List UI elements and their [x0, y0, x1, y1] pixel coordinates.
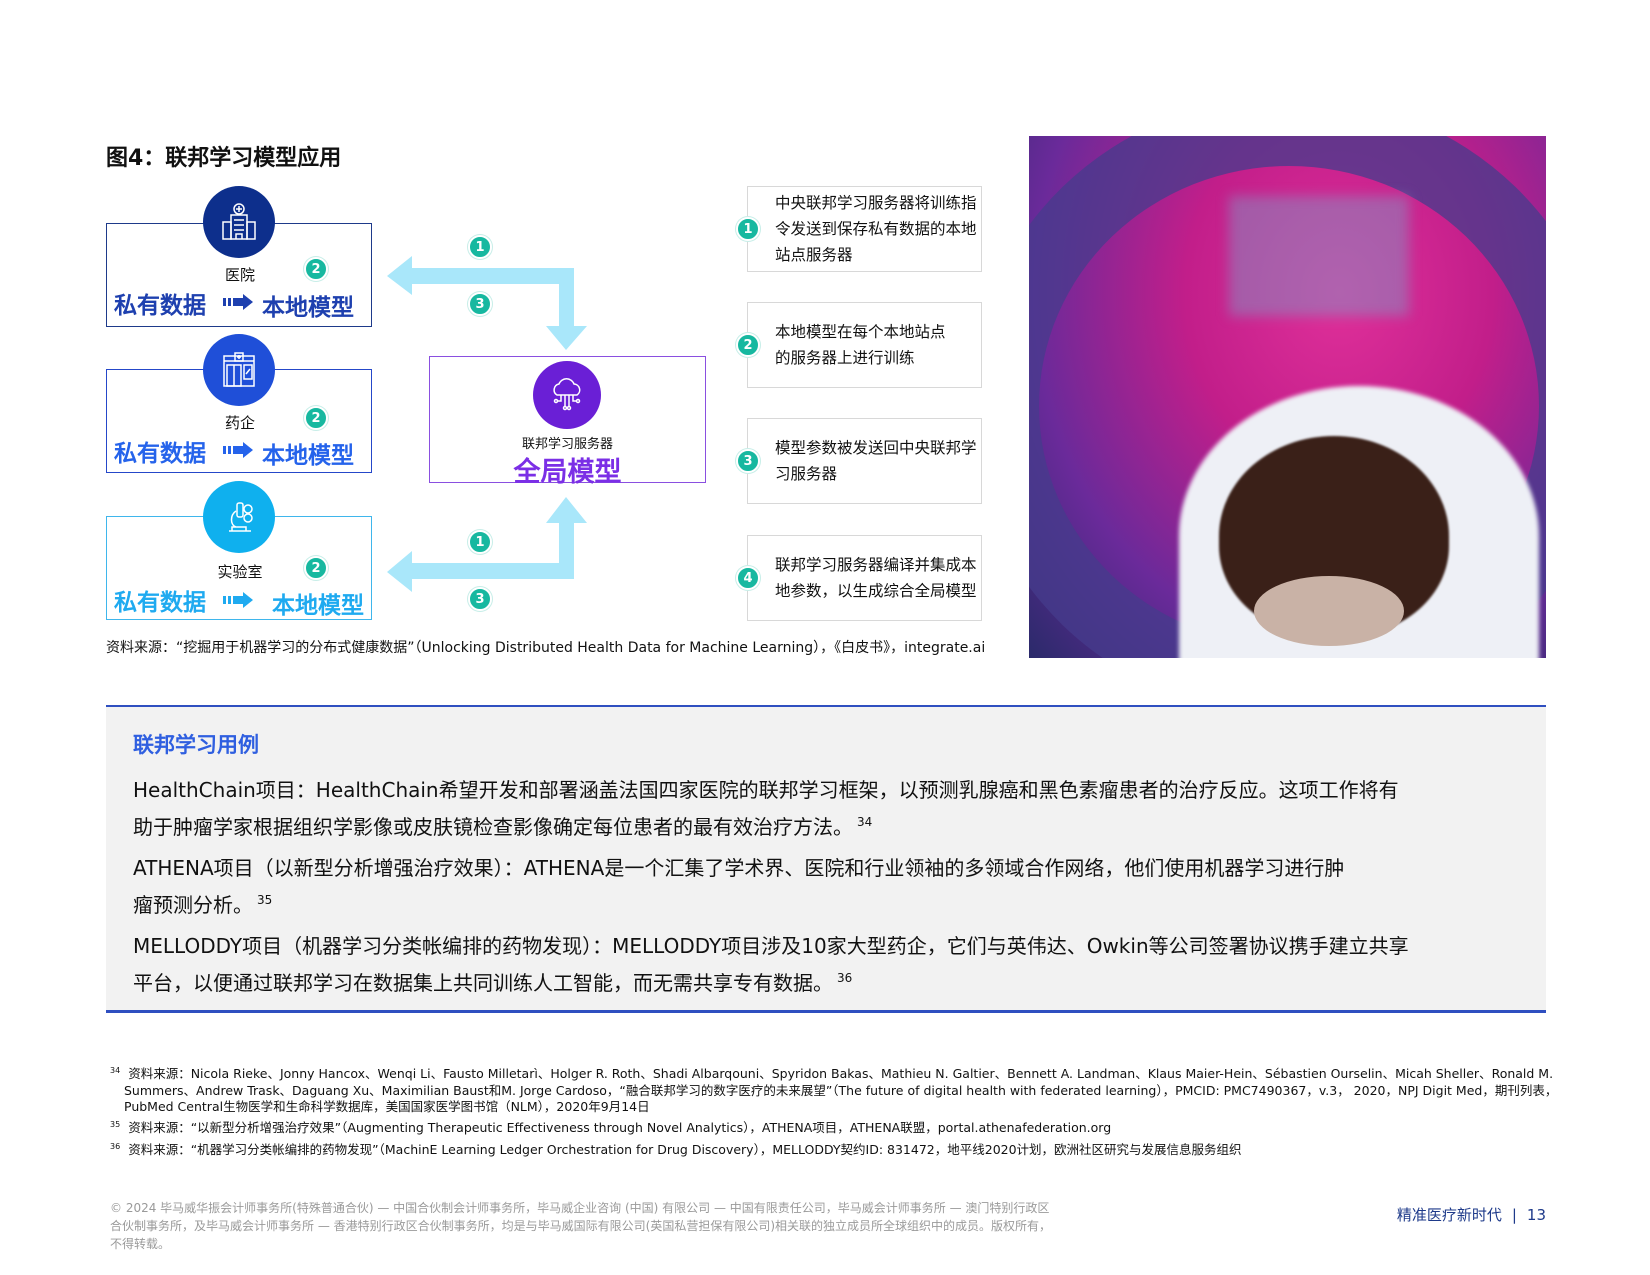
local-model-label: 本地模型: [262, 295, 354, 321]
footnote-ref[interactable]: 34: [857, 815, 873, 829]
footnote-ref[interactable]: 35: [257, 893, 273, 907]
site-label: 药企: [224, 414, 255, 432]
page-footer: 精准医疗新时代 | 13: [1397, 1204, 1546, 1225]
use-case-melloddy: MELLODDY项目（机器学习分类帐编排的药物发现）：MELLODDY项目涉及1…: [133, 930, 1409, 999]
server-label: 联邦学习服务器: [521, 437, 613, 452]
upper-arrow: [387, 256, 587, 350]
copyright-notice: © 2024 毕马威华振会计师事务所(特殊普通合伙) — 中国合伙制会计师事务所…: [110, 1201, 1051, 1251]
para-line: 助于肿瘤学家根据组织学影像或皮肤镜检查影像确定每位患者的最有效治疗方法。: [133, 815, 853, 839]
lower-arrow: [387, 497, 587, 592]
para-line: MELLODDY项目（机器学习分类帐编排的药物发现）：MELLODDY项目涉及1…: [133, 934, 1409, 958]
step-text: 本地模型在每个本地站点的服务器上进行训练: [775, 323, 946, 367]
local-model-label: 本地模型: [272, 593, 364, 619]
step-card: 2 本地模型在每个本地站点的服务器上进行训练: [736, 302, 982, 388]
footnote-line: 资料来源：Nicola Rieke、Jonny Hancox、Wenqi Li、…: [128, 1066, 1554, 1081]
para-line: ATHENA项目（以新型分析增强治疗效果）：ATHENA是一个汇集了学术界、医院…: [133, 856, 1345, 880]
flow-arrows: [387, 256, 587, 592]
step-badge: 1: [468, 235, 492, 259]
site-label: 医院: [224, 266, 255, 284]
arrow-right-icon: [223, 294, 253, 310]
footnote-line: 资料来源：“以新型分析增强治疗效果”（Augmenting Therapeuti…: [128, 1120, 1112, 1135]
step-badge: 4: [736, 566, 760, 590]
figure-title: 图4：联邦学习模型应用: [106, 146, 342, 171]
step-badge: 1: [468, 530, 492, 554]
use-case-heading: 联邦学习用例: [133, 733, 259, 757]
footnote-35: 35 资料来源：“以新型分析增强治疗效果”（Augmenting Therapeu…: [106, 1117, 1111, 1137]
step-badge: 2: [304, 406, 328, 430]
use-case-panel: 联邦学习用例 HealthChain项目：HealthChain希望开发和部署涵…: [106, 705, 1546, 1013]
local-model-label: 本地模型: [262, 443, 354, 469]
step-card: 1 中央联邦学习服务器将训练指令发送到保存私有数据的本地站点服务器: [736, 186, 982, 272]
cloud-server-icon: [533, 361, 601, 429]
footnote-36: 36 资料来源：“机器学习分类帐编排的药物发现”（MachinE Learning…: [106, 1139, 1242, 1159]
footnote-34: 34 资料来源：Nicola Rieke、Jonny Hancox、Wenqi L…: [106, 1063, 1557, 1116]
step-card: 4 联邦学习服务器编译并集成本地参数，以生成综合全局模型: [736, 535, 982, 621]
footnote-number: 34: [110, 1066, 121, 1075]
step-text: 模型参数被发送回中央联邦学习服务器: [775, 439, 977, 483]
arrow-right-icon: [223, 442, 253, 458]
figure-source: 资料来源：“挖掘用于机器学习的分布式健康数据”（Unlocking Distri…: [106, 640, 986, 656]
use-case-healthchain: HealthChain项目：HealthChain希望开发和部署涵盖法国四家医院…: [133, 774, 1399, 843]
step-text: 联邦学习服务器编译并集成本地参数，以生成综合全局模型: [775, 556, 977, 600]
step-badge: 3: [736, 449, 760, 473]
para-line: 瘤预测分析。: [133, 893, 253, 917]
divider: |: [1511, 1206, 1517, 1224]
private-data-label: 私有数据: [114, 590, 206, 616]
footnote-number: 36: [110, 1142, 121, 1151]
microscope-icon: [203, 481, 275, 553]
footnote-line: PubMed Central生物医学和生命科学数据库，美国国家医学图书馆（NLM…: [124, 1099, 650, 1114]
pharmacy-icon: [203, 334, 275, 406]
step-badge: 2: [304, 556, 328, 580]
footnote-line: 资料来源：“机器学习分类帐编排的药物发现”（MachinE Learning L…: [128, 1142, 1242, 1157]
step-badge: 1: [736, 217, 760, 241]
step-badge: 2: [304, 257, 328, 281]
server-box: [429, 356, 706, 483]
site-label: 实验室: [217, 563, 263, 581]
footnote-line: Summers、Andrew Trask、Daguang Xu、Maximili…: [124, 1082, 1558, 1098]
global-model-label: 全局模型: [513, 457, 622, 488]
step-card: 3 模型参数被发送回中央联邦学习服务器: [736, 418, 982, 504]
step-badge: 3: [468, 587, 492, 611]
mri-scan-photo: [1029, 136, 1546, 658]
para-line: 平台，以便通过联邦学习在数据集上共同训练人工智能，而无需共享专有数据。: [133, 971, 833, 995]
step-badge: 3: [468, 292, 492, 316]
hospital-icon: [203, 186, 275, 258]
arrow-right-icon: [223, 592, 253, 608]
footnote-ref[interactable]: 36: [837, 971, 853, 985]
step-text: 中央联邦学习服务器将训练指令发送到保存私有数据的本地站点服务器: [775, 194, 977, 264]
step-badge: 2: [736, 333, 760, 357]
publication-title: 精准医疗新时代: [1396, 1206, 1502, 1224]
footnote-number: 35: [110, 1120, 121, 1129]
private-data-label: 私有数据: [114, 441, 206, 467]
use-case-athena: ATHENA项目（以新型分析增强治疗效果）：ATHENA是一个汇集了学术界、医院…: [133, 852, 1344, 921]
page-number: 13: [1526, 1206, 1546, 1224]
para-line: HealthChain项目：HealthChain希望开发和部署涵盖法国四家医院…: [133, 778, 1399, 802]
private-data-label: 私有数据: [114, 293, 206, 319]
